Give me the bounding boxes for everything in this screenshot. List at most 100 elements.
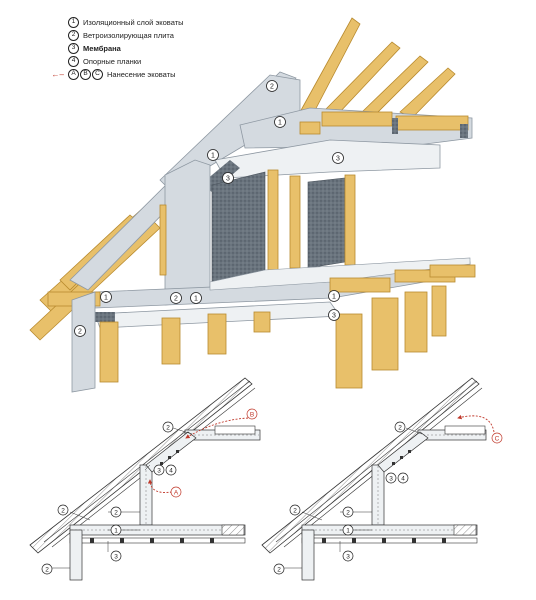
roof-slope bbox=[261, 377, 480, 554]
legend-text: Ветроизолирующая плита bbox=[83, 30, 174, 40]
section-left-callouts: 2 B 3 4 A 2 2 1 3 2 bbox=[41, 408, 258, 575]
callout-marker: 2 bbox=[266, 80, 278, 92]
callout-label: 3 bbox=[157, 468, 161, 475]
section-right-callouts: 2 C 3 4 2 2 1 3 2 bbox=[273, 421, 503, 575]
knee-wall-membrane-right bbox=[307, 177, 346, 269]
floor-joist-end bbox=[453, 524, 477, 536]
callout-marker: 4 bbox=[397, 472, 409, 484]
callout-marker: 2 bbox=[74, 325, 86, 337]
callout-label: 2 bbox=[277, 567, 281, 574]
callout-label: A bbox=[174, 490, 179, 497]
lower-membrane-dark bbox=[95, 312, 115, 322]
callout-marker: C bbox=[491, 432, 503, 444]
callout-marker: 2 bbox=[289, 504, 301, 516]
sloped-insulation bbox=[145, 431, 197, 473]
callout-label: 2 bbox=[78, 329, 82, 336]
callout-marker: 2 bbox=[394, 421, 406, 433]
knee-wall-board bbox=[164, 159, 211, 306]
callout-marker: 1 bbox=[207, 149, 219, 161]
callout-label: 2 bbox=[270, 84, 274, 91]
floor-board-top bbox=[209, 257, 471, 291]
support-posts bbox=[99, 285, 447, 389]
callout-label: 2 bbox=[114, 510, 118, 517]
callout-marker: 1 bbox=[190, 292, 202, 304]
exterior-wall bbox=[301, 529, 315, 581]
main-callouts: 2 1 1 3 3 1 2 1 1 2 3 bbox=[74, 80, 344, 337]
callout-label: 1 bbox=[346, 528, 350, 535]
legend-markers: 3 bbox=[68, 42, 80, 54]
legend-text: Мембрана bbox=[83, 43, 121, 53]
arrow-c bbox=[457, 414, 495, 433]
outer-wall-panel bbox=[71, 291, 96, 393]
arrow-b bbox=[185, 417, 249, 439]
callout-marker: 3 bbox=[110, 550, 122, 562]
callout-label: 4 bbox=[401, 476, 405, 483]
support-planks bbox=[392, 450, 411, 465]
main-illustration bbox=[29, 17, 476, 393]
callout-label: 3 bbox=[336, 156, 340, 163]
callout-label: 1 bbox=[278, 120, 282, 127]
arrow-a bbox=[147, 479, 173, 493]
ridge-box bbox=[444, 425, 486, 435]
callout-label: 2 bbox=[346, 510, 350, 517]
callout-marker: 2 bbox=[162, 421, 174, 433]
legend-marker: B bbox=[80, 68, 91, 80]
legend-item: 3 Мембрана bbox=[38, 42, 268, 54]
callout-marker: 2 bbox=[342, 506, 354, 518]
callout-marker: 2 bbox=[110, 506, 122, 518]
callout-marker: 2 bbox=[273, 563, 285, 575]
section-right bbox=[261, 377, 495, 581]
section-left bbox=[29, 377, 261, 581]
callout-label: 3 bbox=[389, 476, 393, 483]
callout-label: 1 bbox=[211, 153, 215, 160]
legend-marker: 1 bbox=[68, 16, 79, 28]
callout-label: 1 bbox=[104, 295, 108, 302]
callout-label: 2 bbox=[45, 567, 49, 574]
callout-label: 2 bbox=[293, 508, 297, 515]
callout-marker: 2 bbox=[170, 292, 182, 304]
callout-marker: 3 bbox=[328, 309, 340, 321]
exterior-wall bbox=[69, 529, 83, 581]
legend-item: 2 Ветроизолирующая плита bbox=[38, 29, 268, 41]
callout-label: 1 bbox=[194, 296, 198, 303]
callout-marker: 1 bbox=[110, 524, 122, 536]
ridge-box bbox=[214, 425, 256, 435]
legend-marker: 2 bbox=[68, 29, 79, 41]
callout-marker: 1 bbox=[328, 290, 340, 302]
legend-markers: 4 bbox=[68, 55, 80, 67]
legend-markers: 1 bbox=[68, 16, 80, 28]
callout-label: 2 bbox=[398, 425, 402, 432]
legend-text: Изоляционный слой эковаты bbox=[83, 17, 184, 27]
support-planks bbox=[160, 450, 179, 465]
callout-marker: 1 bbox=[274, 116, 286, 128]
callout-label: 3 bbox=[332, 313, 336, 320]
callout-label: 2 bbox=[61, 508, 65, 515]
lower-ceiling bbox=[69, 537, 246, 544]
legend-text: Нанесение эковаты bbox=[107, 69, 176, 79]
callout-marker: 4 bbox=[165, 464, 177, 476]
legend-text: Опорные планки bbox=[83, 56, 142, 66]
callout-label: 4 bbox=[169, 468, 173, 475]
legend-marker: C bbox=[92, 68, 103, 80]
legend: 1 Изоляционный слой эковаты 2 Ветроизолирую… bbox=[38, 16, 268, 81]
callout-marker: 1 bbox=[100, 291, 112, 303]
floor-joist-end bbox=[221, 524, 245, 536]
callout-marker: 3 bbox=[222, 172, 234, 184]
legend-marker: 3 bbox=[68, 42, 79, 54]
lower-ceiling bbox=[301, 537, 478, 544]
callout-label: 2 bbox=[174, 296, 178, 303]
callout-marker: B bbox=[246, 408, 258, 420]
callout-label: 1 bbox=[332, 294, 336, 301]
callout-label: C bbox=[495, 436, 500, 443]
callout-marker: 2 bbox=[41, 563, 53, 575]
legend-markers: 2 bbox=[68, 29, 80, 41]
callout-label: 2 bbox=[166, 425, 170, 432]
callout-label: 3 bbox=[114, 554, 118, 561]
callout-label: 3 bbox=[346, 554, 350, 561]
callout-label: B bbox=[250, 412, 254, 419]
